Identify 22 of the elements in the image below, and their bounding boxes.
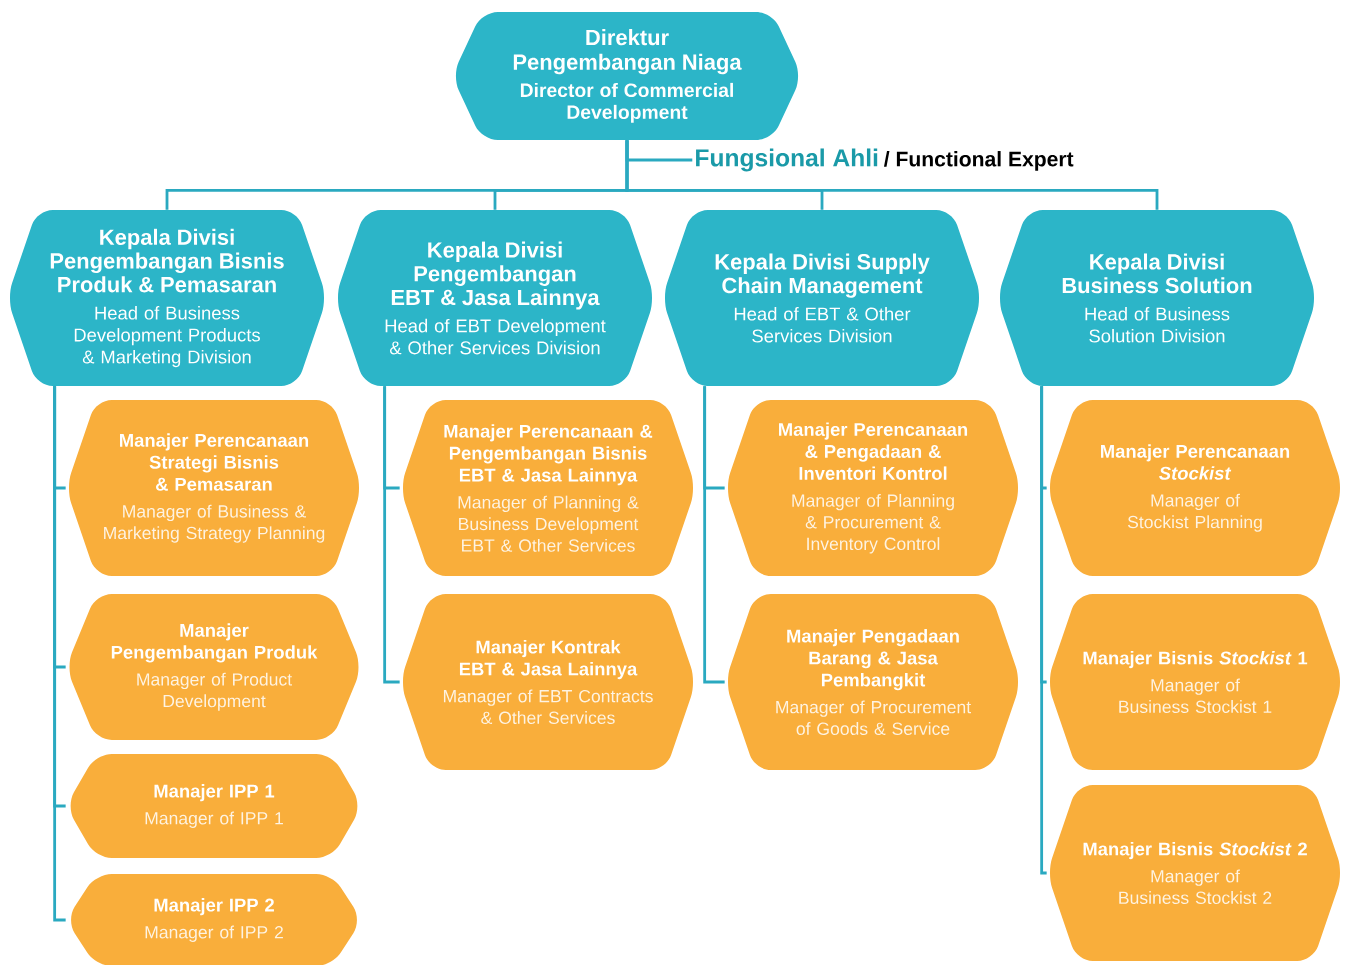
manager-box: Manajer Perencanaan Stockist Manager of Stockist Planning bbox=[1050, 400, 1340, 576]
division-box: Kepala Divisi Pengembangan EBT & Jasa Lainnya Head of EBT Development & Other Services Division bbox=[338, 210, 652, 386]
connector-line bbox=[383, 386, 400, 684]
connector-line bbox=[1040, 386, 1047, 875]
heading-text: Fungsional Ahli / Functional Expert bbox=[696, 148, 1074, 172]
manager-box: Manajer Perencanaan Strategi Bisnis & Pemasaran Manager of Business & Marketing Strategy Planning bbox=[69, 400, 359, 576]
manager-box: Manajer Bisnis Stockist 2 Manager of Business Stockist 2 bbox=[1050, 785, 1340, 961]
manager-box: Manajer Pengembangan Produk Manager of Product Development bbox=[69, 594, 359, 740]
division-box: Kepala Divisi Pengembangan Bisnis Produk & Pemasaran Head of Business Development Products & Marketing Division bbox=[10, 210, 324, 386]
manager-box: Manajer Kontrak EBT & Jasa Lainnya Manager of EBT Contracts & Other Services bbox=[403, 594, 693, 770]
manager-box: Manajer Perencanaan & Pengembangan Bisnis EBT & Jasa Lainnya Manager of Planning & Business Development EBT & Other Services bbox=[403, 400, 693, 576]
manager-box: Manajer IPP 1 Manager of IPP 1 bbox=[70, 754, 358, 858]
division-box: Kepala Divisi Supply Chain Management Head of EBT & Other Services Division bbox=[665, 210, 979, 386]
manager-box: Manajer IPP 2 Manager of IPP 2 bbox=[71, 874, 357, 965]
manager-box: Manajer Bisnis Stockist 1 Manager of Business Stockist 1 bbox=[1050, 594, 1340, 770]
director-box: Direktur Pengembangan Niaga Director of Commercial Development bbox=[455, 12, 799, 140]
manager-box: Manajer Perencanaan & Pengadaan & Inventori Kontrol Manager of Planning & Procurement & Inventory Control bbox=[728, 400, 1018, 576]
division-box: Kepala Divisi Business Solution Head of Business Solution Division bbox=[1000, 210, 1314, 386]
connector-line bbox=[625, 140, 1159, 210]
manager-box: Manajer Pengadaan Barang & Jasa Pembangkit Manager of Procurement of Goods & Service bbox=[728, 594, 1018, 770]
connector-line bbox=[53, 386, 66, 922]
connector-line bbox=[703, 386, 725, 684]
